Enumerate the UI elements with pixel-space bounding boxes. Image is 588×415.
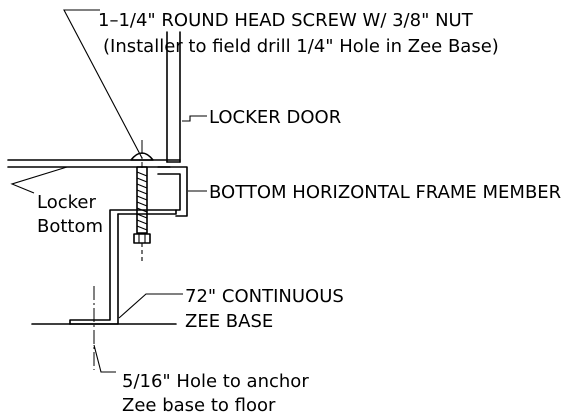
- locker-bottom-label-line1: Locker: [37, 192, 96, 213]
- anchor-hole-label-line1: 5/16" Hole to anchor: [122, 371, 309, 392]
- screw-note-line1: 1–1/4" ROUND HEAD SCREW W/ 3/8" NUT: [98, 10, 474, 31]
- frame-member-label: BOTTOM HORIZONTAL FRAME MEMBER: [209, 182, 561, 203]
- locker-door-label: LOCKER DOOR: [209, 107, 341, 128]
- locker-bottom-label-line2: Bottom: [37, 216, 103, 237]
- anchor-hole-label-line2: Zee base to floor: [122, 395, 276, 415]
- zee-base-label-line1: 72" CONTINUOUS: [185, 286, 344, 307]
- locker-bottom-plate: [7, 159, 181, 168]
- locker-bottom-leader: [10, 166, 68, 194]
- zee-base: [31, 209, 177, 325]
- anchor-hole-leader: [93, 344, 116, 373]
- locker-door-leader: [182, 115, 207, 122]
- screw-note-line2: (Installer to field drill 1/4" Hole in Z…: [103, 36, 499, 57]
- hex-nut: [133, 233, 151, 262]
- locker-door-panel: [166, 31, 181, 163]
- zee-base-label-line2: ZEE BASE: [185, 311, 273, 332]
- zee-base-leader: [118, 293, 183, 319]
- screw-note-leader: [63, 9, 143, 159]
- bottom-frame-member: [157, 166, 188, 217]
